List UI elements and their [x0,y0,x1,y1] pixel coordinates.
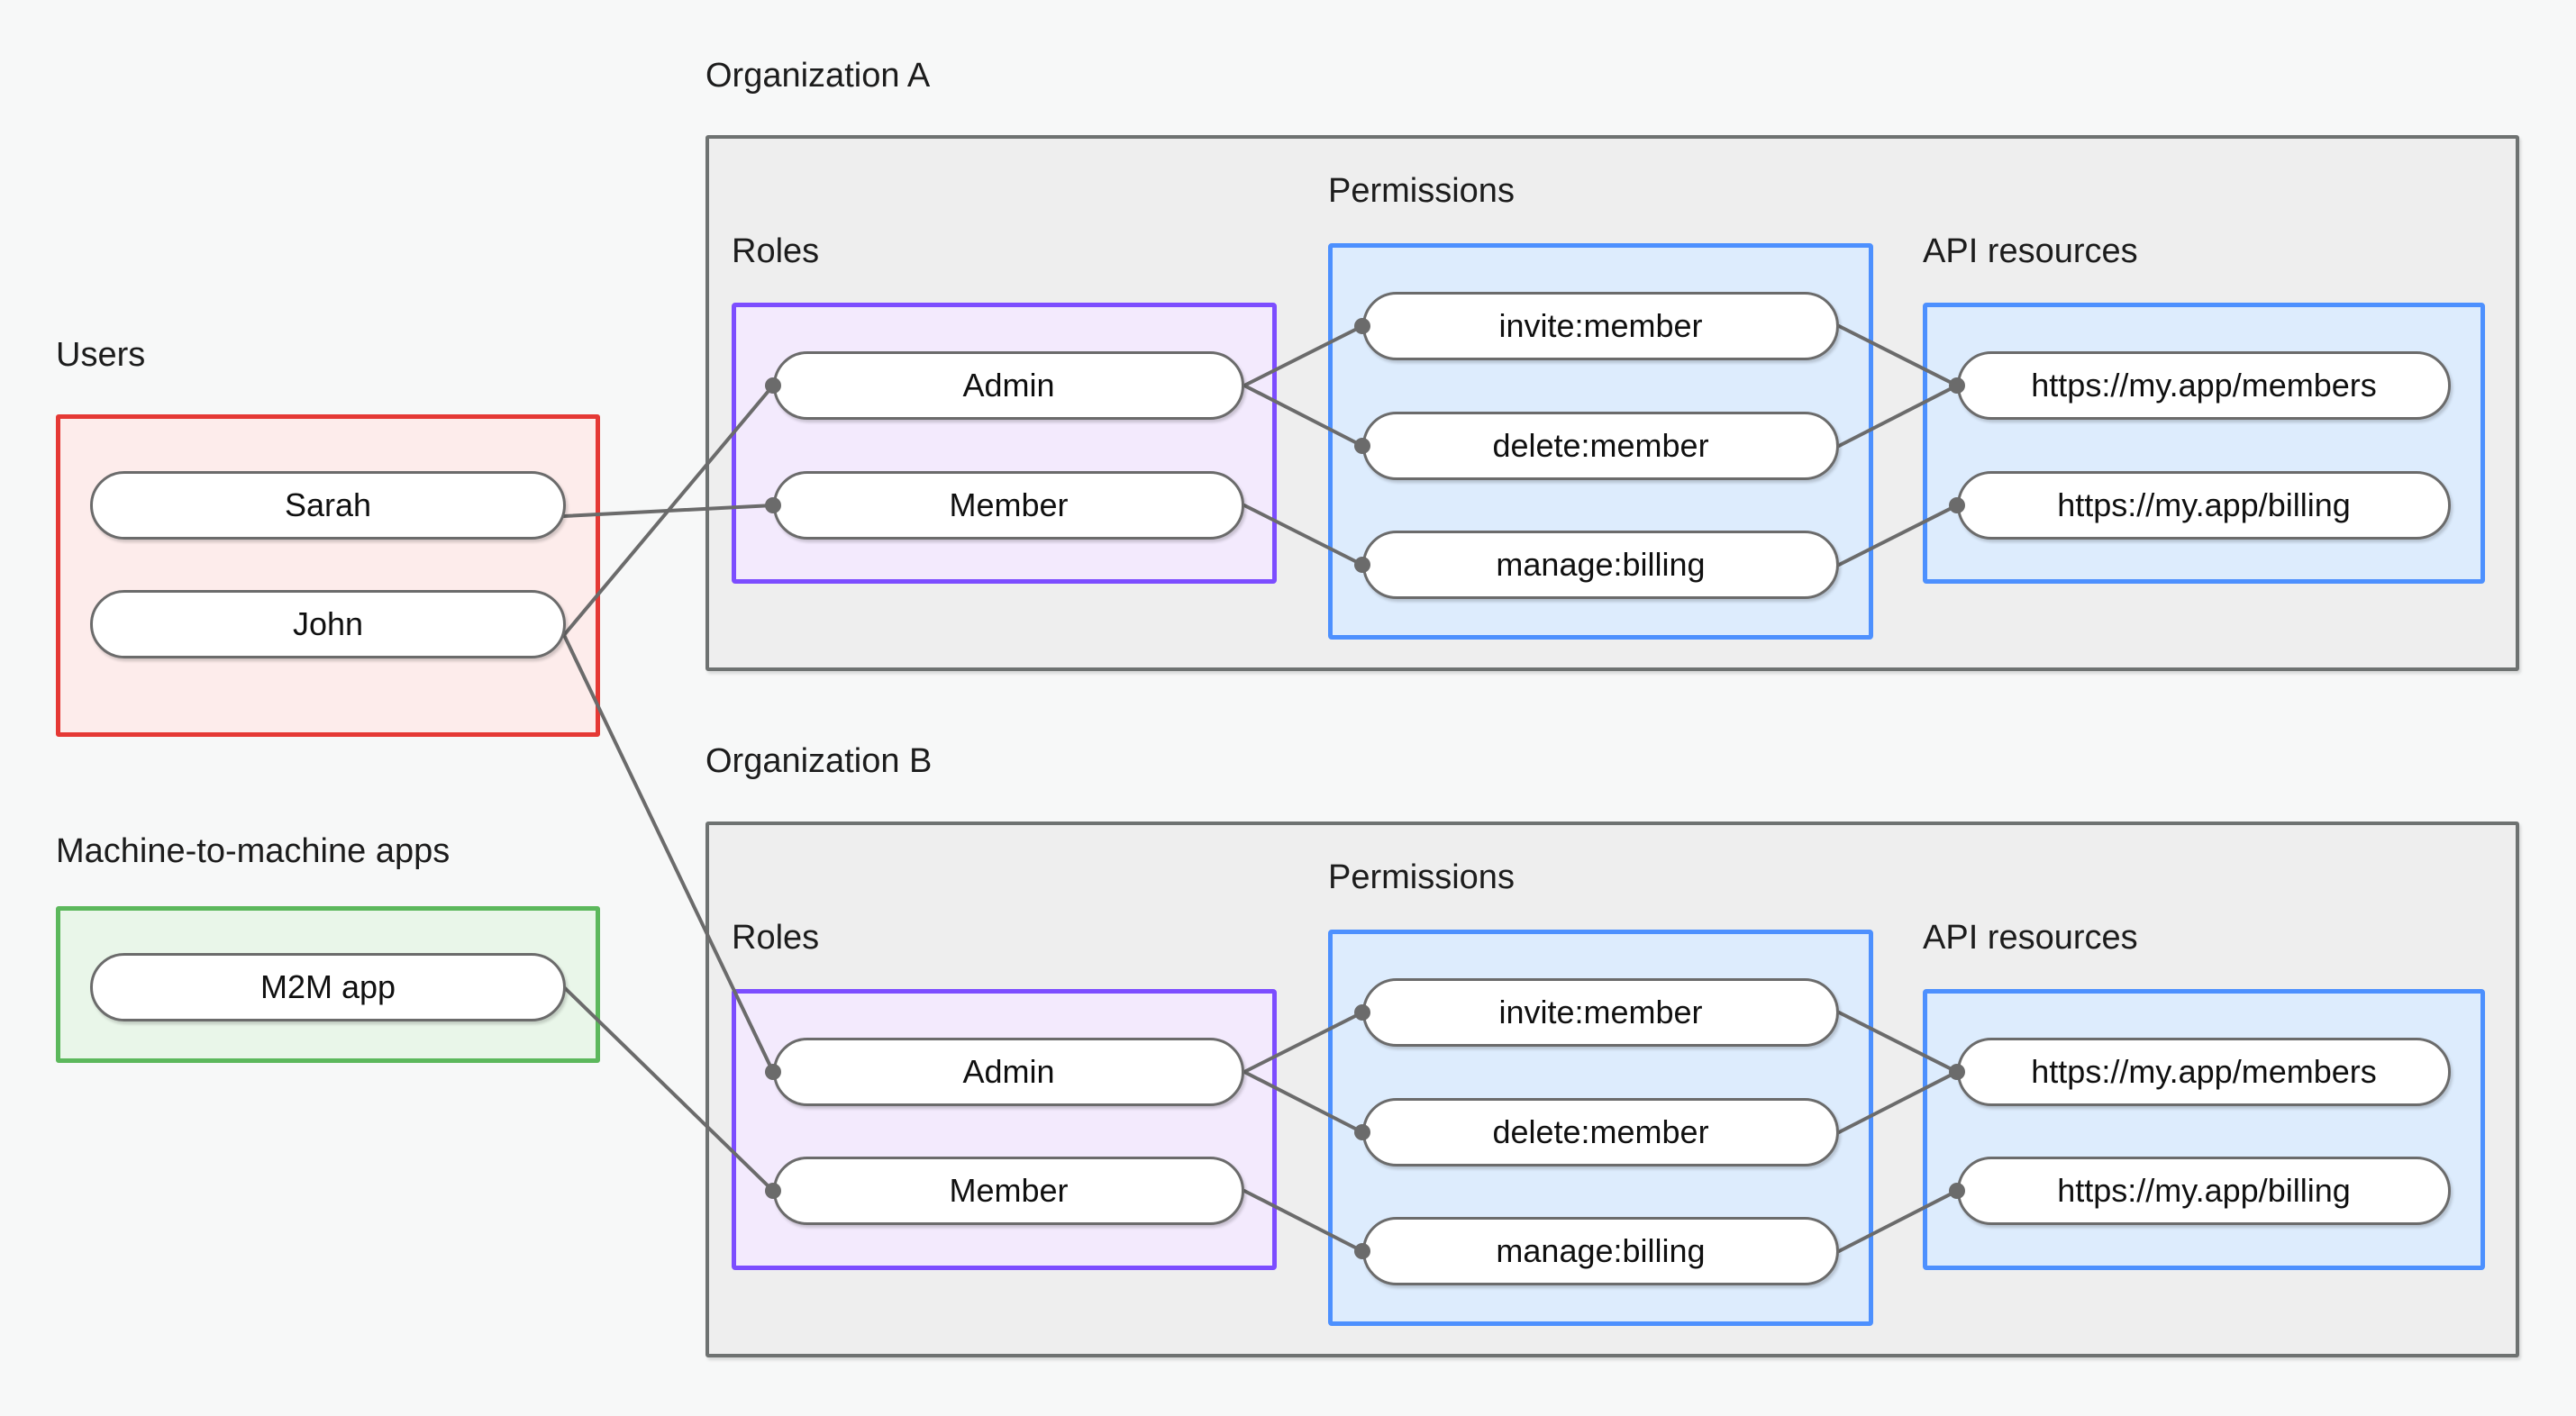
orgA-api-resources-container [1923,303,2485,584]
organization-a-label: Organization A [705,57,931,95]
orgA-api-pill-members[interactable]: https://my.app/members [1957,351,2451,420]
orgA-permission-pill-delete-member[interactable]: delete:member [1362,412,1839,480]
users-group-label: Users [56,336,146,374]
users-container [56,414,600,737]
orgB-roles-label: Roles [732,919,820,957]
orgA-roles-container [732,303,1277,584]
m2m-pill-app[interactable]: M2M app [90,953,566,1021]
orgA-permission-pill-manage-billing[interactable]: manage:billing [1362,531,1839,599]
orgB-api-pill-billing[interactable]: https://my.app/billing [1957,1157,2451,1225]
organization-b-label: Organization B [705,742,933,780]
user-pill-sarah[interactable]: Sarah [90,471,566,540]
orgA-role-pill-member[interactable]: Member [773,471,1244,540]
orgB-api-resources-label: API resources [1923,919,2138,957]
orgA-api-pill-billing[interactable]: https://my.app/billing [1957,471,2451,540]
orgB-permission-pill-manage-billing[interactable]: manage:billing [1362,1217,1839,1285]
orgA-api-resources-label: API resources [1923,232,2138,270]
orgB-permission-pill-delete-member[interactable]: delete:member [1362,1098,1839,1166]
m2m-group-label: Machine-to-machine apps [56,832,451,870]
orgA-permissions-label: Permissions [1328,172,1515,210]
orgA-role-pill-admin[interactable]: Admin [773,351,1244,420]
orgB-permissions-label: Permissions [1328,858,1515,896]
orgB-role-pill-member[interactable]: Member [773,1157,1244,1225]
orgA-permission-pill-invite-member[interactable]: invite:member [1362,292,1839,360]
orgB-role-pill-admin[interactable]: Admin [773,1038,1244,1106]
orgB-api-pill-members[interactable]: https://my.app/members [1957,1038,2451,1106]
orgA-roles-label: Roles [732,232,820,270]
orgB-roles-container [732,989,1277,1270]
user-pill-john[interactable]: John [90,590,566,658]
orgB-api-resources-container [1923,989,2485,1270]
orgB-permission-pill-invite-member[interactable]: invite:member [1362,978,1839,1047]
